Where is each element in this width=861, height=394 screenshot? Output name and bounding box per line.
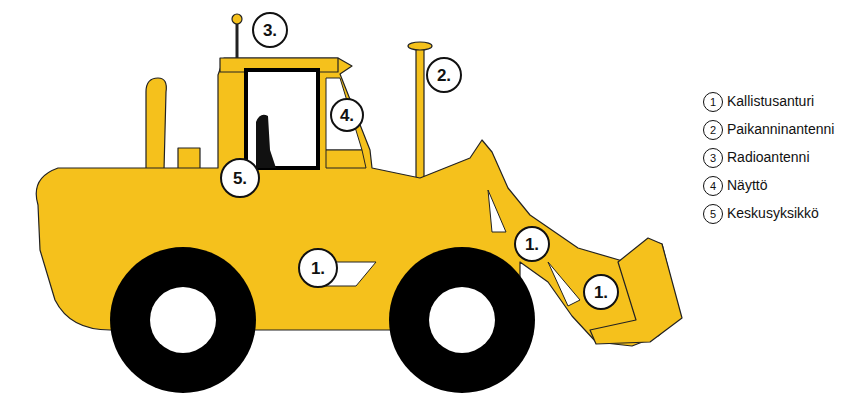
callout-circle: 1. [298, 248, 338, 288]
callout-number: 2 [710, 125, 716, 136]
wheels [110, 247, 535, 393]
callout-circle: 5. [220, 158, 260, 198]
bucket [590, 238, 682, 344]
legend-label: Keskusyksikkö [727, 206, 819, 220]
air-intake [178, 148, 200, 170]
legend-number-circle: 3 [703, 148, 723, 168]
legend-label: Radioantenni [727, 150, 810, 164]
callout-circle: 1. [583, 274, 619, 310]
arm-opening [488, 190, 506, 232]
callout-number: 4. [340, 107, 354, 124]
legend-number-circle: 2 [703, 120, 723, 140]
callout-number: 5 [710, 209, 716, 220]
legend-number-circle: 5 [703, 204, 723, 224]
operator-seat [256, 115, 276, 168]
callout-number: 3. [263, 22, 277, 39]
callout-number: 5. [233, 170, 247, 187]
legend-label: Kallistusanturi [727, 94, 814, 108]
callout-circle: 2. [426, 57, 462, 93]
exhaust-stack [146, 78, 166, 170]
callout-number: 4 [710, 181, 716, 192]
legend-label: Paikanninantenni [727, 122, 834, 136]
callout-circle: 3. [252, 12, 288, 48]
positioning-antenna-mast [416, 48, 424, 183]
callout-number: 2. [437, 67, 451, 84]
callout-number: 1. [594, 284, 608, 301]
callout-number: 1. [525, 236, 539, 253]
callout-circle: 4. [330, 98, 364, 132]
cab-window [246, 70, 318, 168]
positioning-antenna-disc [408, 42, 432, 50]
radio-antenna-tip [232, 14, 242, 24]
legend-number-circle: 1 [703, 92, 723, 112]
callout-number: 1. [311, 260, 325, 277]
callout-number: 1 [710, 97, 716, 108]
legend-label: Näyttö [727, 178, 767, 192]
callout-circle: 1. [514, 226, 550, 262]
callout-number: 3 [710, 153, 716, 164]
linkage-opening [548, 262, 580, 306]
legend-number-circle: 4 [703, 176, 723, 196]
cab-door-lower [326, 150, 366, 168]
radio-antenna [236, 22, 239, 60]
